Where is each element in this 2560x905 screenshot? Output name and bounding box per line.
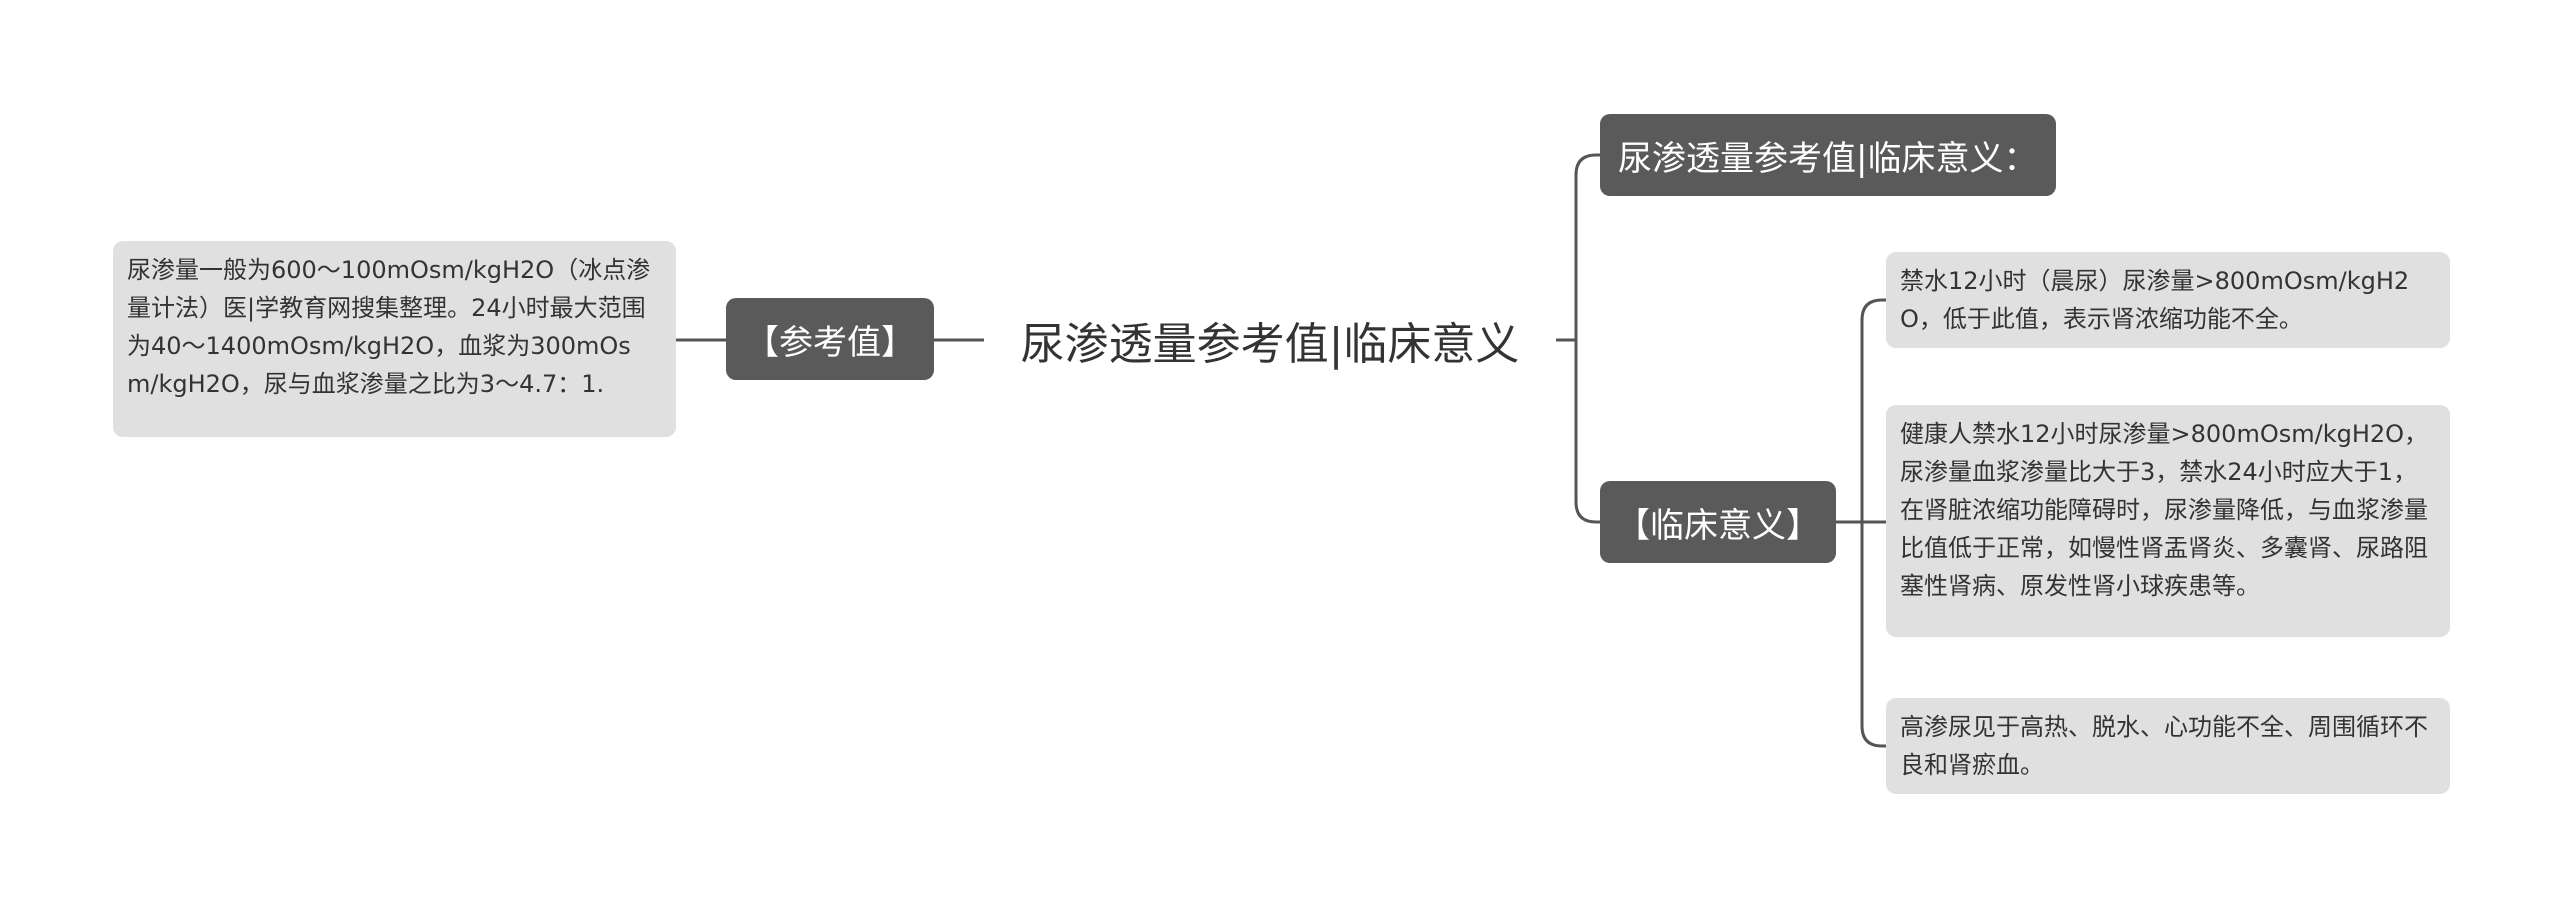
connector-clinic-leaf3 xyxy=(1860,522,1886,748)
branch-clinical-significance[interactable]: 【临床意义】 xyxy=(1600,481,1836,563)
leaf-clinical-3-text: 高渗尿见于高热、脱水、心功能不全、周围循环不良和肾瘀血。 xyxy=(1900,713,2428,779)
leaf-reference-value[interactable]: 尿渗量一般为600～100mOsm/kgH2O（冰点渗量计法）医|学教育网搜集整… xyxy=(113,241,676,437)
root-topic-label: 尿渗透量参考值|临床意义 xyxy=(1020,319,1520,370)
branch-reference-value-label: 【参考值】 xyxy=(745,322,915,363)
connector-clinic-leaf1 xyxy=(1860,298,1886,522)
branch-title-repeat[interactable]: 尿渗透量参考值|临床意义： xyxy=(1600,114,2056,196)
leaf-clinical-2[interactable]: 健康人禁水12小时尿渗量>800mOsm/kgH2O，尿渗量血浆渗量比大于3，禁… xyxy=(1886,405,2450,637)
branch-title-repeat-label: 尿渗透量参考值|临床意义： xyxy=(1618,138,2038,179)
leaf-clinical-1[interactable]: 禁水12小时（晨尿）尿渗量>800mOsm/kgH2O，低于此值，表示肾浓缩功能… xyxy=(1886,252,2450,348)
leaf-clinical-2-text: 健康人禁水12小时尿渗量>800mOsm/kgH2O，尿渗量血浆渗量比大于3，禁… xyxy=(1900,420,2429,600)
root-topic[interactable]: 尿渗透量参考值|临床意义 xyxy=(990,300,1550,380)
leaf-reference-value-text: 尿渗量一般为600～100mOsm/kgH2O（冰点渗量计法）医|学教育网搜集整… xyxy=(127,256,651,398)
branch-reference-value[interactable]: 【参考值】 xyxy=(726,298,934,380)
connector-right-top xyxy=(1574,153,1600,340)
leaf-clinical-1-text: 禁水12小时（晨尿）尿渗量>800mOsm/kgH2O，低于此值，表示肾浓缩功能… xyxy=(1900,267,2410,333)
connector-right-clinic xyxy=(1574,340,1600,524)
branch-clinical-significance-label: 【临床意义】 xyxy=(1616,505,1820,546)
leaf-clinical-3[interactable]: 高渗尿见于高热、脱水、心功能不全、周围循环不良和肾瘀血。 xyxy=(1886,698,2450,794)
